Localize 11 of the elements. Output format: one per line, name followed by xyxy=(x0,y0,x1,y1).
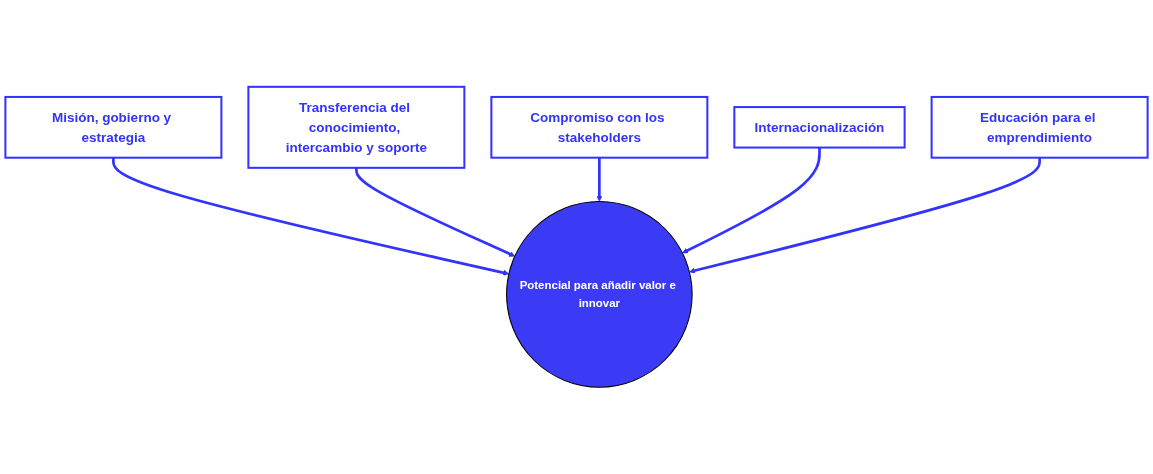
node-box: Internacionalización xyxy=(733,106,906,149)
node-box: Educación para el emprendimiento xyxy=(930,95,1149,159)
arrow xyxy=(112,157,510,276)
arrow xyxy=(689,157,1041,274)
node-box: Compromiso con los stakeholders xyxy=(490,95,709,159)
arrow xyxy=(355,167,516,257)
node-box: Transferencia del conocimiento, intercambio y soporte xyxy=(247,85,466,169)
arrow xyxy=(682,147,821,254)
node-box: Misión, gobierno y estrategia xyxy=(4,95,223,159)
arrow xyxy=(596,157,603,202)
node-circle: Potencial para añadir valor e innovar xyxy=(506,201,693,388)
